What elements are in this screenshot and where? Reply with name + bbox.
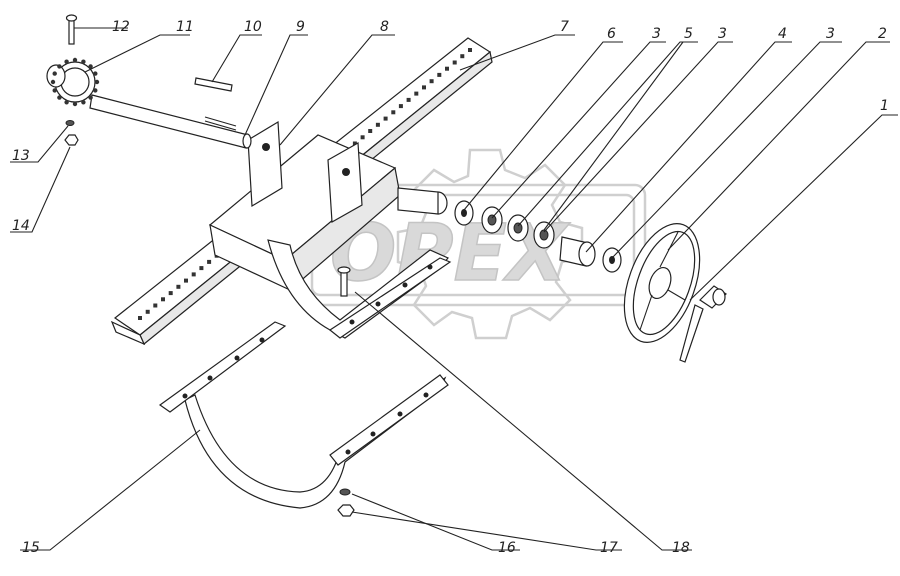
- callout-12: 12: [112, 19, 130, 35]
- rack-tooth: [199, 266, 204, 271]
- callout-11: 11: [176, 19, 194, 35]
- handle-1: [679, 285, 727, 363]
- sprocket-tooth: [64, 59, 69, 64]
- sprocket-tooth: [88, 95, 93, 100]
- sprocket-tooth: [93, 88, 98, 93]
- sprocket-tooth: [50, 79, 56, 85]
- rack-tooth: [191, 272, 196, 277]
- rack-tooth: [161, 297, 165, 302]
- callout-9: 9: [296, 19, 305, 35]
- callout-17: 17: [600, 540, 618, 556]
- upper-clamp: [267, 239, 452, 339]
- handwheel-2: [623, 223, 701, 343]
- rack-tooth: [468, 48, 472, 52]
- axis-parts: [454, 200, 622, 273]
- rack-tooth: [445, 66, 449, 71]
- rack-tooth: [375, 122, 380, 127]
- pin-10: [194, 77, 233, 92]
- sprocket-tooth: [72, 57, 78, 63]
- rack-tooth: [406, 97, 411, 102]
- sprocket-tooth: [52, 71, 57, 76]
- washer-13: [65, 120, 75, 126]
- callout-14: 14: [12, 218, 30, 234]
- rack-tooth: [207, 259, 212, 264]
- callout-18: 18: [672, 540, 690, 556]
- rack-tooth: [429, 79, 434, 84]
- rack-tooth: [460, 54, 465, 59]
- watermark-gear-icon: [396, 148, 584, 340]
- sprocket-tooth: [72, 101, 78, 107]
- nut-14: [64, 134, 79, 146]
- callout-3-left: 3: [652, 26, 661, 42]
- rack-tooth: [368, 129, 373, 133]
- watermark-logo: OPEX: [330, 209, 571, 299]
- sprocket-tooth: [57, 95, 62, 100]
- bolt-17: [337, 266, 351, 297]
- callout-labels: 1 2 3 3 3 4 5 6 7 8 9 10 11 12 13 14 15 …: [12, 19, 889, 556]
- callout-5: 5: [684, 26, 693, 42]
- washer-16: [339, 488, 351, 496]
- callout-15: 15: [22, 540, 40, 556]
- rack-tooth: [437, 72, 442, 77]
- sprocket-tooth: [88, 64, 93, 69]
- callout-8: 8: [380, 19, 389, 35]
- rail-assembly: [110, 37, 493, 346]
- rack-tooth: [452, 60, 457, 65]
- sprocket-tooth: [57, 64, 62, 69]
- callout-16: 16: [498, 540, 516, 556]
- sprocket-11: [46, 57, 100, 107]
- rack-tooth: [145, 309, 150, 314]
- rack-tooth: [138, 316, 142, 320]
- sprocket-tooth: [94, 79, 100, 85]
- bracket-lug-right: [327, 142, 363, 223]
- rack-tooth: [153, 303, 158, 308]
- watermark: OPEX: [298, 148, 647, 340]
- shaft-assembly: [46, 14, 252, 149]
- callout-3-right: 3: [826, 26, 835, 42]
- callout-7: 7: [560, 19, 569, 35]
- lower-half-shell: [158, 321, 449, 509]
- rack-tooth: [360, 135, 365, 140]
- rack-tooth: [414, 91, 419, 96]
- rack-tooth: [184, 278, 188, 283]
- callout-4: 4: [778, 26, 787, 42]
- bracket-lug-left: [247, 120, 283, 208]
- sprocket-tooth: [64, 100, 69, 105]
- bolt-12: [65, 14, 78, 45]
- rack-tooth: [422, 85, 426, 90]
- sprocket-tooth: [81, 100, 86, 105]
- callout-3-middle: 3: [718, 26, 727, 42]
- callout-1: 1: [880, 98, 889, 114]
- rack-tooth: [168, 291, 173, 296]
- sprocket-tooth: [52, 88, 57, 93]
- callout-6: 6: [607, 26, 616, 42]
- rack-tooth: [391, 110, 396, 115]
- rack-tooth: [352, 141, 357, 146]
- rack-tooth: [383, 116, 388, 121]
- sprocket-tooth: [81, 59, 86, 64]
- callout-2: 2: [878, 26, 887, 42]
- leader-lines: [10, 27, 898, 551]
- nut-16: [337, 504, 355, 517]
- callout-13: 13: [12, 148, 30, 164]
- sprocket-tooth: [93, 71, 98, 76]
- rack-tooth: [398, 104, 403, 109]
- rack-tooth: [176, 284, 181, 289]
- callout-10: 10: [244, 19, 262, 35]
